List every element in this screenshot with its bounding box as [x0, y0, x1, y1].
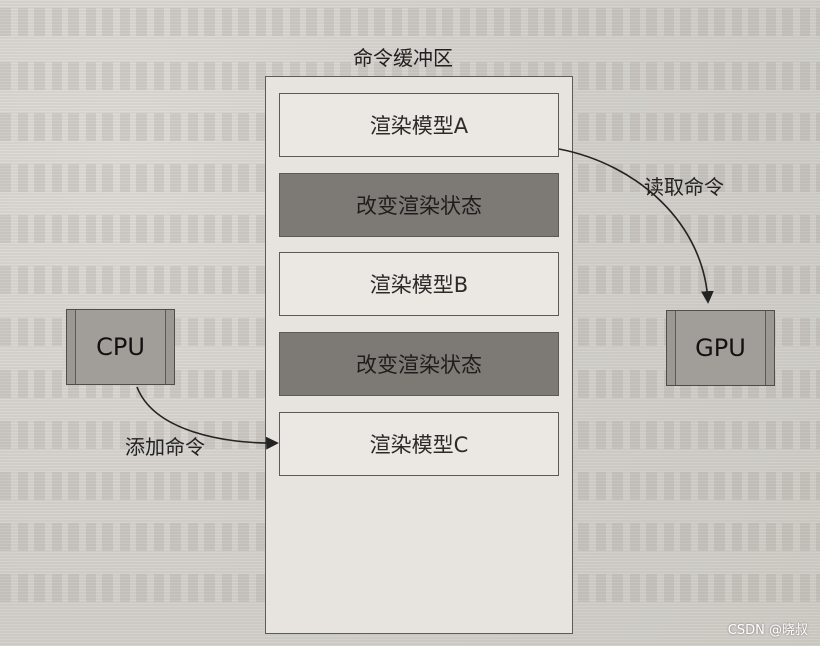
cpu-box: CPU — [66, 309, 175, 385]
read-command-label: 读取命令 — [644, 175, 724, 199]
buffer-cell-change-state-2: 改变渲染状态 — [279, 332, 559, 396]
buffer-cell-render-model-a: 渲染模型A — [279, 93, 559, 157]
buffer-to-gpu-arrow — [558, 148, 714, 304]
buffer-title: 命令缓冲区 — [353, 46, 453, 70]
buffer-cell-label: 改变渲染状态 — [356, 353, 482, 377]
background-text-band — [0, 8, 820, 36]
cpu-to-buffer-arrow — [136, 386, 279, 450]
cpu-box-inner: CPU — [75, 310, 166, 384]
buffer-cell-label: 渲染模型B — [369, 273, 469, 297]
buffer-cell-label: 改变渲染状态 — [356, 194, 482, 218]
gpu-label: GPU — [695, 334, 746, 362]
buffer-cell-label: 渲染模型C — [369, 433, 469, 457]
buffer-cell-render-model-c: 渲染模型C — [279, 412, 559, 476]
buffer-cell-label: 渲染模型A — [369, 114, 469, 138]
gpu-box: GPU — [666, 310, 775, 386]
gpu-box-inner: GPU — [675, 311, 766, 385]
add-command-label: 添加命令 — [125, 435, 205, 459]
buffer-cell-change-state-1: 改变渲染状态 — [279, 173, 559, 237]
cpu-label: CPU — [96, 333, 145, 361]
watermark: CSDN @晓叔 — [727, 623, 808, 638]
buffer-cell-render-model-b: 渲染模型B — [279, 252, 559, 316]
